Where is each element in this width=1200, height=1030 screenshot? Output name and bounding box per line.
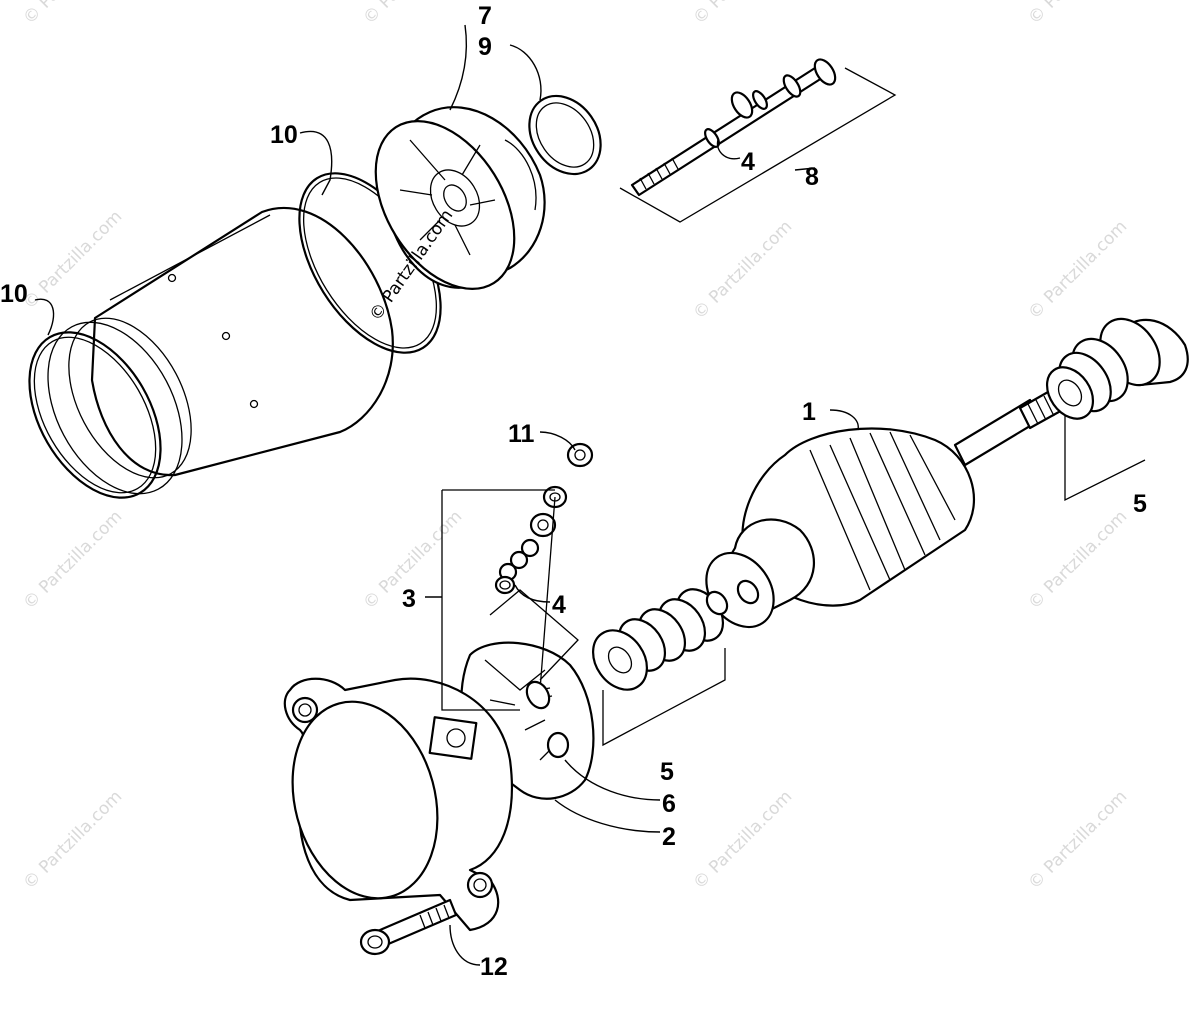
callout-6: 6: [662, 790, 676, 818]
callout-5-rear: 5: [1133, 490, 1147, 518]
watermark-text: © Partzilla.com: [19, 207, 126, 314]
watermark-text: © Partzilla.com: [689, 787, 796, 894]
callout-9: 9: [478, 33, 492, 61]
end-cover: [374, 106, 546, 290]
mounting-bolt: [359, 898, 458, 956]
watermark-text: © Partzilla.com: [19, 0, 126, 29]
watermark-text: © Partzilla.com: [689, 217, 796, 324]
watermark-text: © Partzilla.com: [689, 0, 796, 29]
callout-10-rear: 10: [270, 121, 298, 149]
callout-4-terminal: 4: [741, 148, 755, 176]
armature: [705, 386, 1068, 629]
callout-3: 3: [402, 585, 416, 613]
watermark-text: © Partzilla.com: [19, 787, 126, 894]
washer-9: [528, 94, 602, 176]
leader-lines: [34, 24, 859, 966]
watermark-text: © Partzilla.com: [1024, 0, 1131, 29]
front-cover-bracket: [283, 677, 513, 932]
callout-11: 11: [508, 420, 535, 448]
terminal-bolt-kit: [619, 58, 897, 223]
watermark-text: © Partzilla.com: [1024, 217, 1131, 324]
terminal-hardware: [441, 442, 594, 711]
callouts: 1 2 3 4 4 5 5 6 7 8 9 10 10 11 12: [0, 2, 1147, 981]
callout-7: 7: [478, 2, 492, 30]
callout-12: 12: [480, 953, 508, 981]
watermark-text: © Partzilla.com: [359, 0, 466, 29]
shim-washers-rear: [1045, 317, 1189, 502]
callout-2: 2: [662, 823, 676, 851]
callout-1: 1: [802, 398, 816, 426]
watermark-text: © Partzilla.com: [19, 507, 126, 614]
watermark-text: © Partzilla.com: [1024, 507, 1131, 614]
callout-5-front: 5: [660, 758, 674, 786]
callout-8: 8: [805, 163, 819, 191]
watermark-text: © Partzilla.com: [1024, 787, 1131, 894]
callout-10-front: 10: [0, 280, 28, 308]
shim-washers-front: [592, 588, 729, 747]
o-ring-front: [28, 331, 162, 499]
callout-4-brush: 4: [552, 591, 566, 619]
